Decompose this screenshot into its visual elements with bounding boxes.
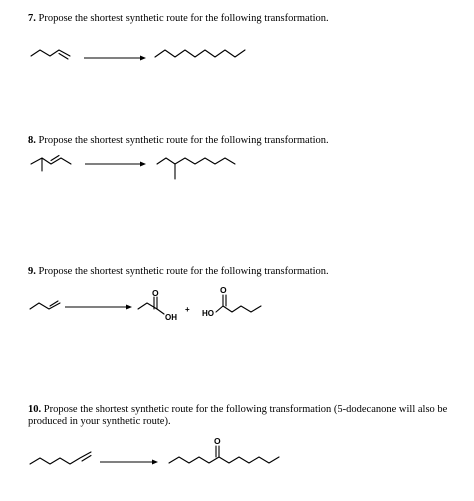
q8-product-chain — [156, 157, 236, 180]
question-9-text: Propose the shortest synthetic route for… — [38, 266, 329, 277]
q10-reaction-arrow — [100, 459, 158, 465]
question-7-number: 7. — [28, 13, 36, 24]
q9-left-oxygen-label: O — [152, 288, 159, 298]
q9-starting-alkene — [29, 300, 61, 310]
question-10-reaction: O — [29, 436, 280, 465]
question-9-reaction: O OH + HO O — [29, 285, 262, 322]
q7-reaction-arrow — [84, 55, 146, 61]
question-10-prompt: 10. Propose the shortest synthetic route… — [28, 404, 458, 428]
q9-left-oh-label: OH — [165, 313, 177, 322]
q8-reaction-arrow — [85, 161, 146, 167]
q9-plus-sign: + — [185, 305, 190, 314]
question-9-number: 9. — [28, 266, 36, 277]
q9-reaction-arrow — [65, 304, 132, 310]
question-7-text: Propose the shortest synthetic route for… — [38, 13, 329, 24]
q10-oxygen-label: O — [214, 436, 221, 446]
q9-carboxylic-acid-right: HO O — [202, 285, 262, 318]
question-7-reaction — [30, 49, 246, 61]
q9-carboxylic-acid-left: O OH — [137, 288, 177, 322]
q9-right-oxygen-label: O — [220, 285, 227, 295]
q9-right-ho-label: HO — [202, 309, 214, 318]
question-8-prompt: 8. Propose the shortest synthetic route … — [28, 135, 329, 147]
q7-starting-alkene — [30, 49, 71, 57]
question-8-reaction — [30, 154, 236, 180]
question-9-prompt: 9. Propose the shortest synthetic route … — [28, 266, 329, 278]
q10-starting-alkene — [29, 451, 92, 465]
q7-product-chain — [154, 49, 246, 58]
q10-product-ketone: O — [168, 436, 280, 464]
question-8-number: 8. — [28, 135, 36, 146]
question-10-number: 10. — [28, 404, 42, 415]
question-7-prompt: 7. Propose the shortest synthetic route … — [28, 13, 329, 25]
question-10-text: Propose the shortest synthetic route for… — [28, 404, 448, 427]
q8-starting-alkene — [30, 154, 72, 172]
q7-double-bond-line — [58, 52, 69, 60]
question-8-text: Propose the shortest synthetic route for… — [38, 135, 329, 146]
